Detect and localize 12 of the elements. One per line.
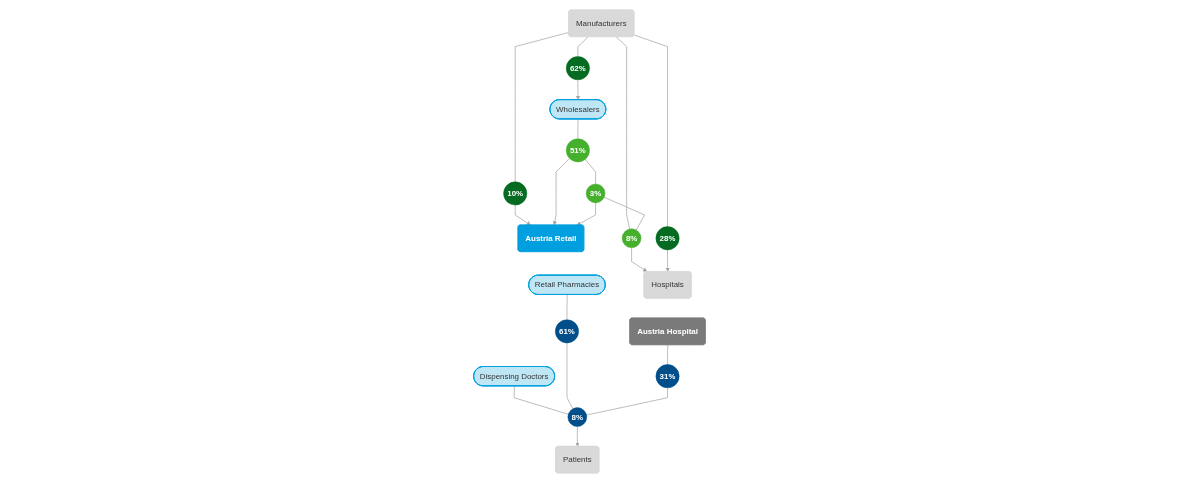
connector [566, 342, 574, 410]
connector [615, 36, 630, 230]
connector [577, 118, 579, 140]
connector [513, 385, 569, 415]
connector [603, 196, 645, 231]
connector [584, 159, 596, 185]
connector [633, 34, 668, 227]
connector [577, 36, 589, 57]
connector [667, 344, 669, 365]
connector [566, 294, 568, 321]
connector [586, 387, 668, 416]
connector [514, 32, 570, 183]
